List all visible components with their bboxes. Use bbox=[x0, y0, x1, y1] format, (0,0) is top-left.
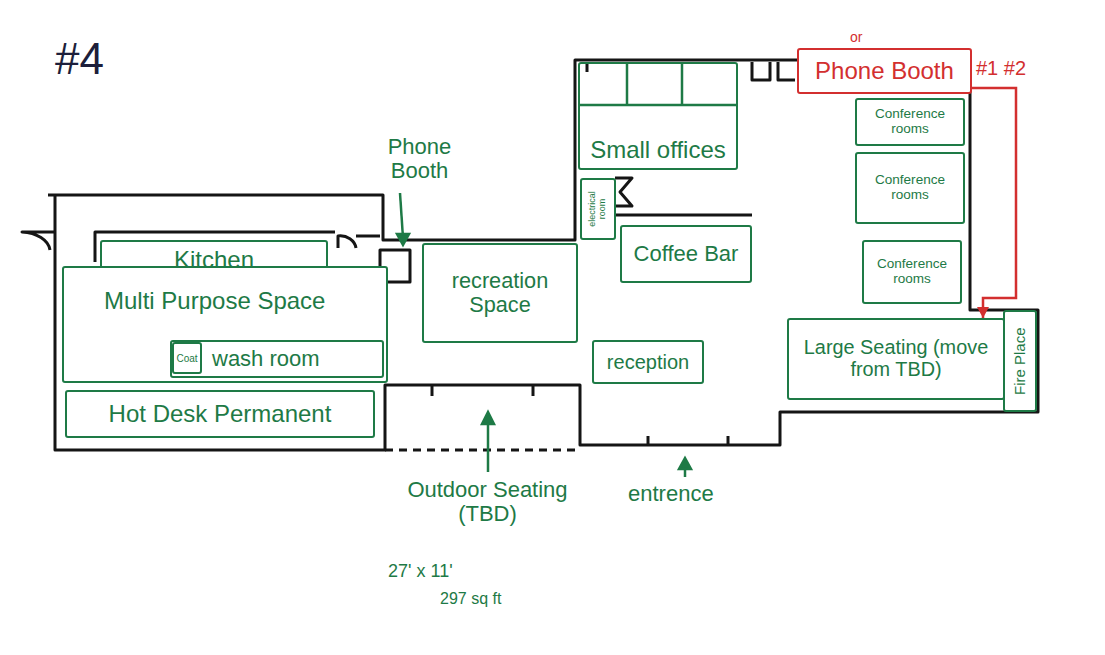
coat-closet: Coat bbox=[172, 342, 202, 374]
room-label: Large Seating (move from TBD) bbox=[789, 337, 1003, 381]
door-swing bbox=[752, 62, 795, 80]
room-label: Coat bbox=[176, 353, 197, 364]
callout-number: #1 #2 bbox=[976, 57, 1026, 79]
wall-tick bbox=[647, 436, 650, 445]
wash-room: wash room Coat bbox=[170, 340, 384, 378]
room-label: Conference rooms bbox=[864, 257, 960, 287]
room-label: electrical room bbox=[588, 184, 608, 234]
room-label: Conference rooms bbox=[857, 107, 963, 137]
divider bbox=[681, 62, 684, 105]
room-label: Small offices bbox=[590, 137, 726, 163]
wall-tick bbox=[727, 436, 730, 445]
dimension-label: 297 sq ft bbox=[440, 590, 501, 608]
arrow-head bbox=[482, 412, 494, 424]
room-label: Fire Place bbox=[1012, 327, 1029, 395]
arrow-head bbox=[397, 234, 409, 245]
page-title: #4 bbox=[55, 35, 104, 83]
connector-arrow bbox=[972, 88, 1016, 318]
door-swing bbox=[22, 232, 55, 250]
fire-place: Fire Place bbox=[1003, 310, 1037, 412]
conference-room: Conference rooms bbox=[855, 152, 965, 224]
electrical-room: electrical room bbox=[580, 178, 616, 240]
conference-room: Conference rooms bbox=[862, 240, 962, 304]
callout-label: entrence bbox=[628, 482, 714, 506]
callout-label: Outdoor Seating (TBD) bbox=[405, 478, 570, 526]
hot-desk-area: Hot Desk Permanent bbox=[65, 390, 375, 438]
phone-booth-box: Phone Booth bbox=[797, 48, 972, 94]
office-dividers bbox=[578, 62, 738, 105]
dimension-label: 27' x 11' bbox=[388, 562, 453, 582]
reception-desk: reception bbox=[592, 340, 704, 384]
outdoor-edge bbox=[385, 449, 580, 452]
room-label: reception bbox=[607, 351, 689, 373]
wall bbox=[615, 214, 752, 217]
door-swing bbox=[338, 236, 380, 248]
wall bbox=[615, 178, 632, 206]
arrow-head bbox=[977, 307, 989, 318]
coffee-bar: Coffee Bar bbox=[620, 225, 752, 283]
outer-wall bbox=[48, 60, 1038, 450]
large-seating: Large Seating (move from TBD) bbox=[787, 318, 1005, 400]
leader-line bbox=[487, 420, 490, 472]
wall-tick bbox=[532, 385, 535, 396]
arrow-head bbox=[679, 458, 691, 469]
leader-line bbox=[400, 193, 403, 238]
room-label: Hot Desk Permanent bbox=[109, 401, 332, 427]
conference-room: Conference rooms bbox=[855, 98, 965, 146]
wall-tick bbox=[431, 385, 434, 396]
connector-line bbox=[972, 88, 1016, 318]
callout-label: Phone Booth bbox=[372, 135, 467, 183]
room-label: Multi Purpose Space bbox=[104, 288, 325, 314]
recreation-room: recreation Space bbox=[422, 243, 578, 343]
divider bbox=[626, 62, 629, 105]
room-label: Coffee Bar bbox=[634, 242, 739, 266]
note-label: or bbox=[850, 30, 862, 45]
room-label: Conference rooms bbox=[857, 173, 963, 203]
divider bbox=[578, 104, 738, 107]
small-offices: Small offices bbox=[578, 62, 738, 170]
room-label: Phone Booth bbox=[815, 58, 954, 84]
multi-purpose-room: Multi Purpose Space wash room Coat bbox=[62, 266, 388, 383]
room-label: recreation Space bbox=[424, 269, 576, 317]
room-label: wash room bbox=[212, 347, 320, 371]
walls bbox=[22, 60, 1038, 450]
